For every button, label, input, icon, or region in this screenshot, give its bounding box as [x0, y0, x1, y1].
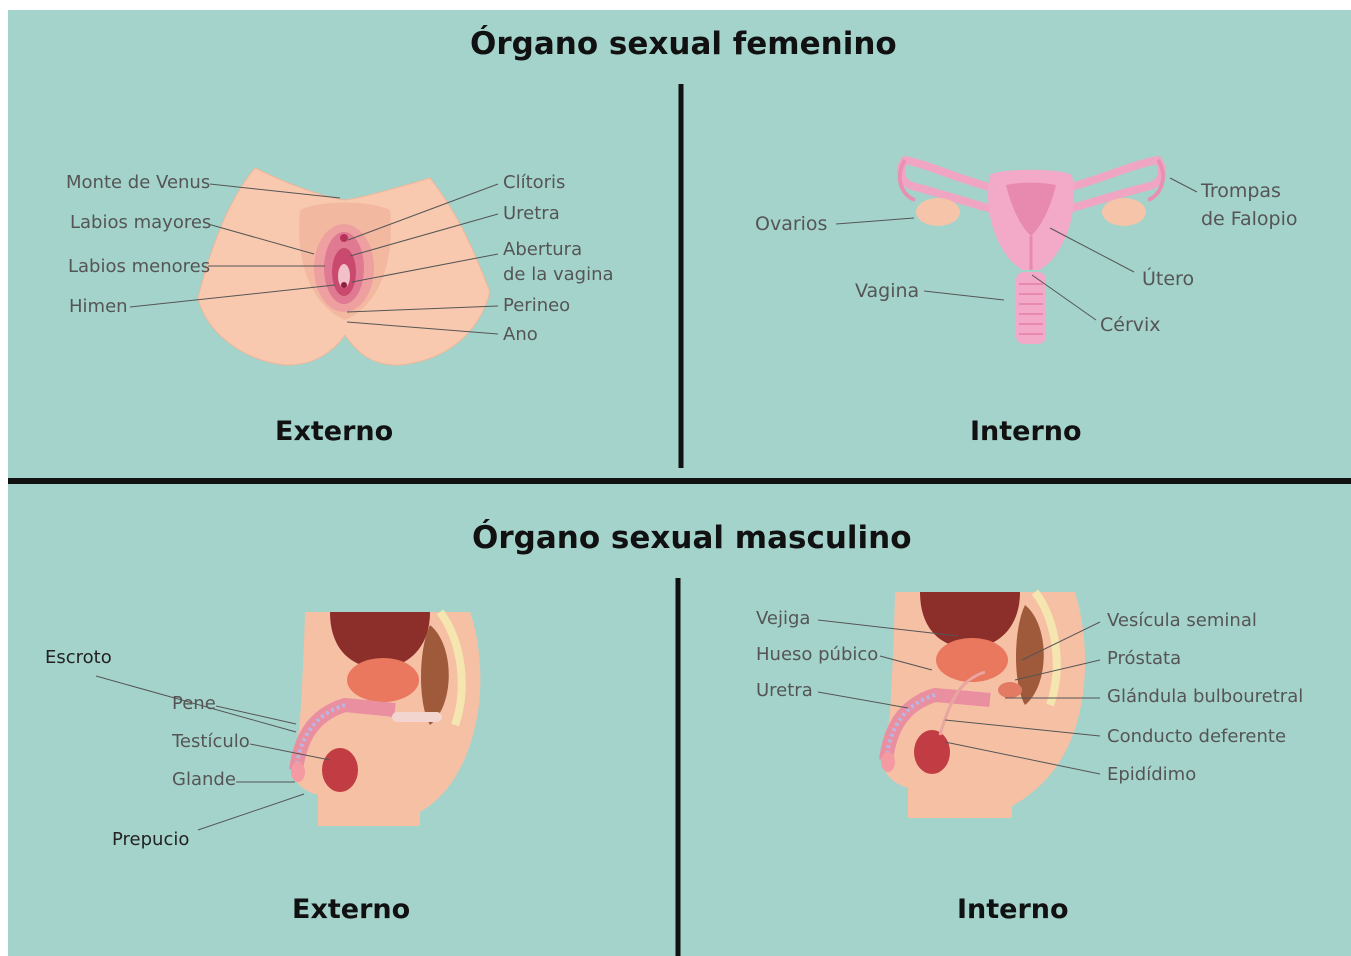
label-monte-de-venus: Monte de Venus [66, 172, 210, 193]
label-vejiga: Vejiga [756, 608, 810, 629]
label-de-falopio: de Falopio [1201, 208, 1297, 230]
label-labios-mayores: Labios mayores [70, 212, 211, 233]
label-hueso-pubico: Hueso púbico [756, 644, 878, 665]
label-cervix: Cérvix [1100, 314, 1161, 336]
label-clitoris: Clítoris [503, 172, 565, 193]
label-himen: Himen [69, 296, 128, 317]
label-pene: Pene [172, 693, 216, 714]
label-prostata: Próstata [1107, 648, 1181, 669]
label-glande: Glande [172, 769, 236, 790]
male-external-caption: Externo [292, 894, 410, 925]
label-epididimo: Epidídimo [1107, 764, 1196, 785]
label-vesicula-seminal: Vesícula seminal [1107, 610, 1257, 631]
label-perineo: Perineo [503, 295, 570, 316]
label-escroto: Escroto [45, 647, 112, 668]
female-title: Órgano sexual femenino [470, 26, 897, 62]
label-conducto-deferente: Conducto deferente [1107, 726, 1286, 747]
label-trompas: Trompas [1201, 180, 1281, 202]
label-testiculo: Testículo [172, 731, 250, 752]
label-glandula-bulbouretral: Glándula bulbouretral [1107, 686, 1303, 707]
male-title: Órgano sexual masculino [472, 520, 912, 556]
label-ovarios: Ovarios [755, 213, 827, 235]
female-internal-caption: Interno [970, 416, 1082, 447]
label-uretra-f: Uretra [503, 203, 560, 224]
label-uretra-m: Uretra [756, 680, 813, 701]
label-abertura: Abertura [503, 239, 582, 260]
label-labios-menores: Labios menores [68, 256, 210, 277]
female-external-caption: Externo [275, 416, 393, 447]
male-internal-caption: Interno [957, 894, 1069, 925]
label-de-la-vagina: de la vagina [503, 264, 614, 285]
label-prepucio: Prepucio [112, 829, 189, 850]
label-utero: Útero [1142, 268, 1194, 290]
label-vagina: Vagina [855, 280, 919, 302]
label-ano: Ano [503, 324, 538, 345]
